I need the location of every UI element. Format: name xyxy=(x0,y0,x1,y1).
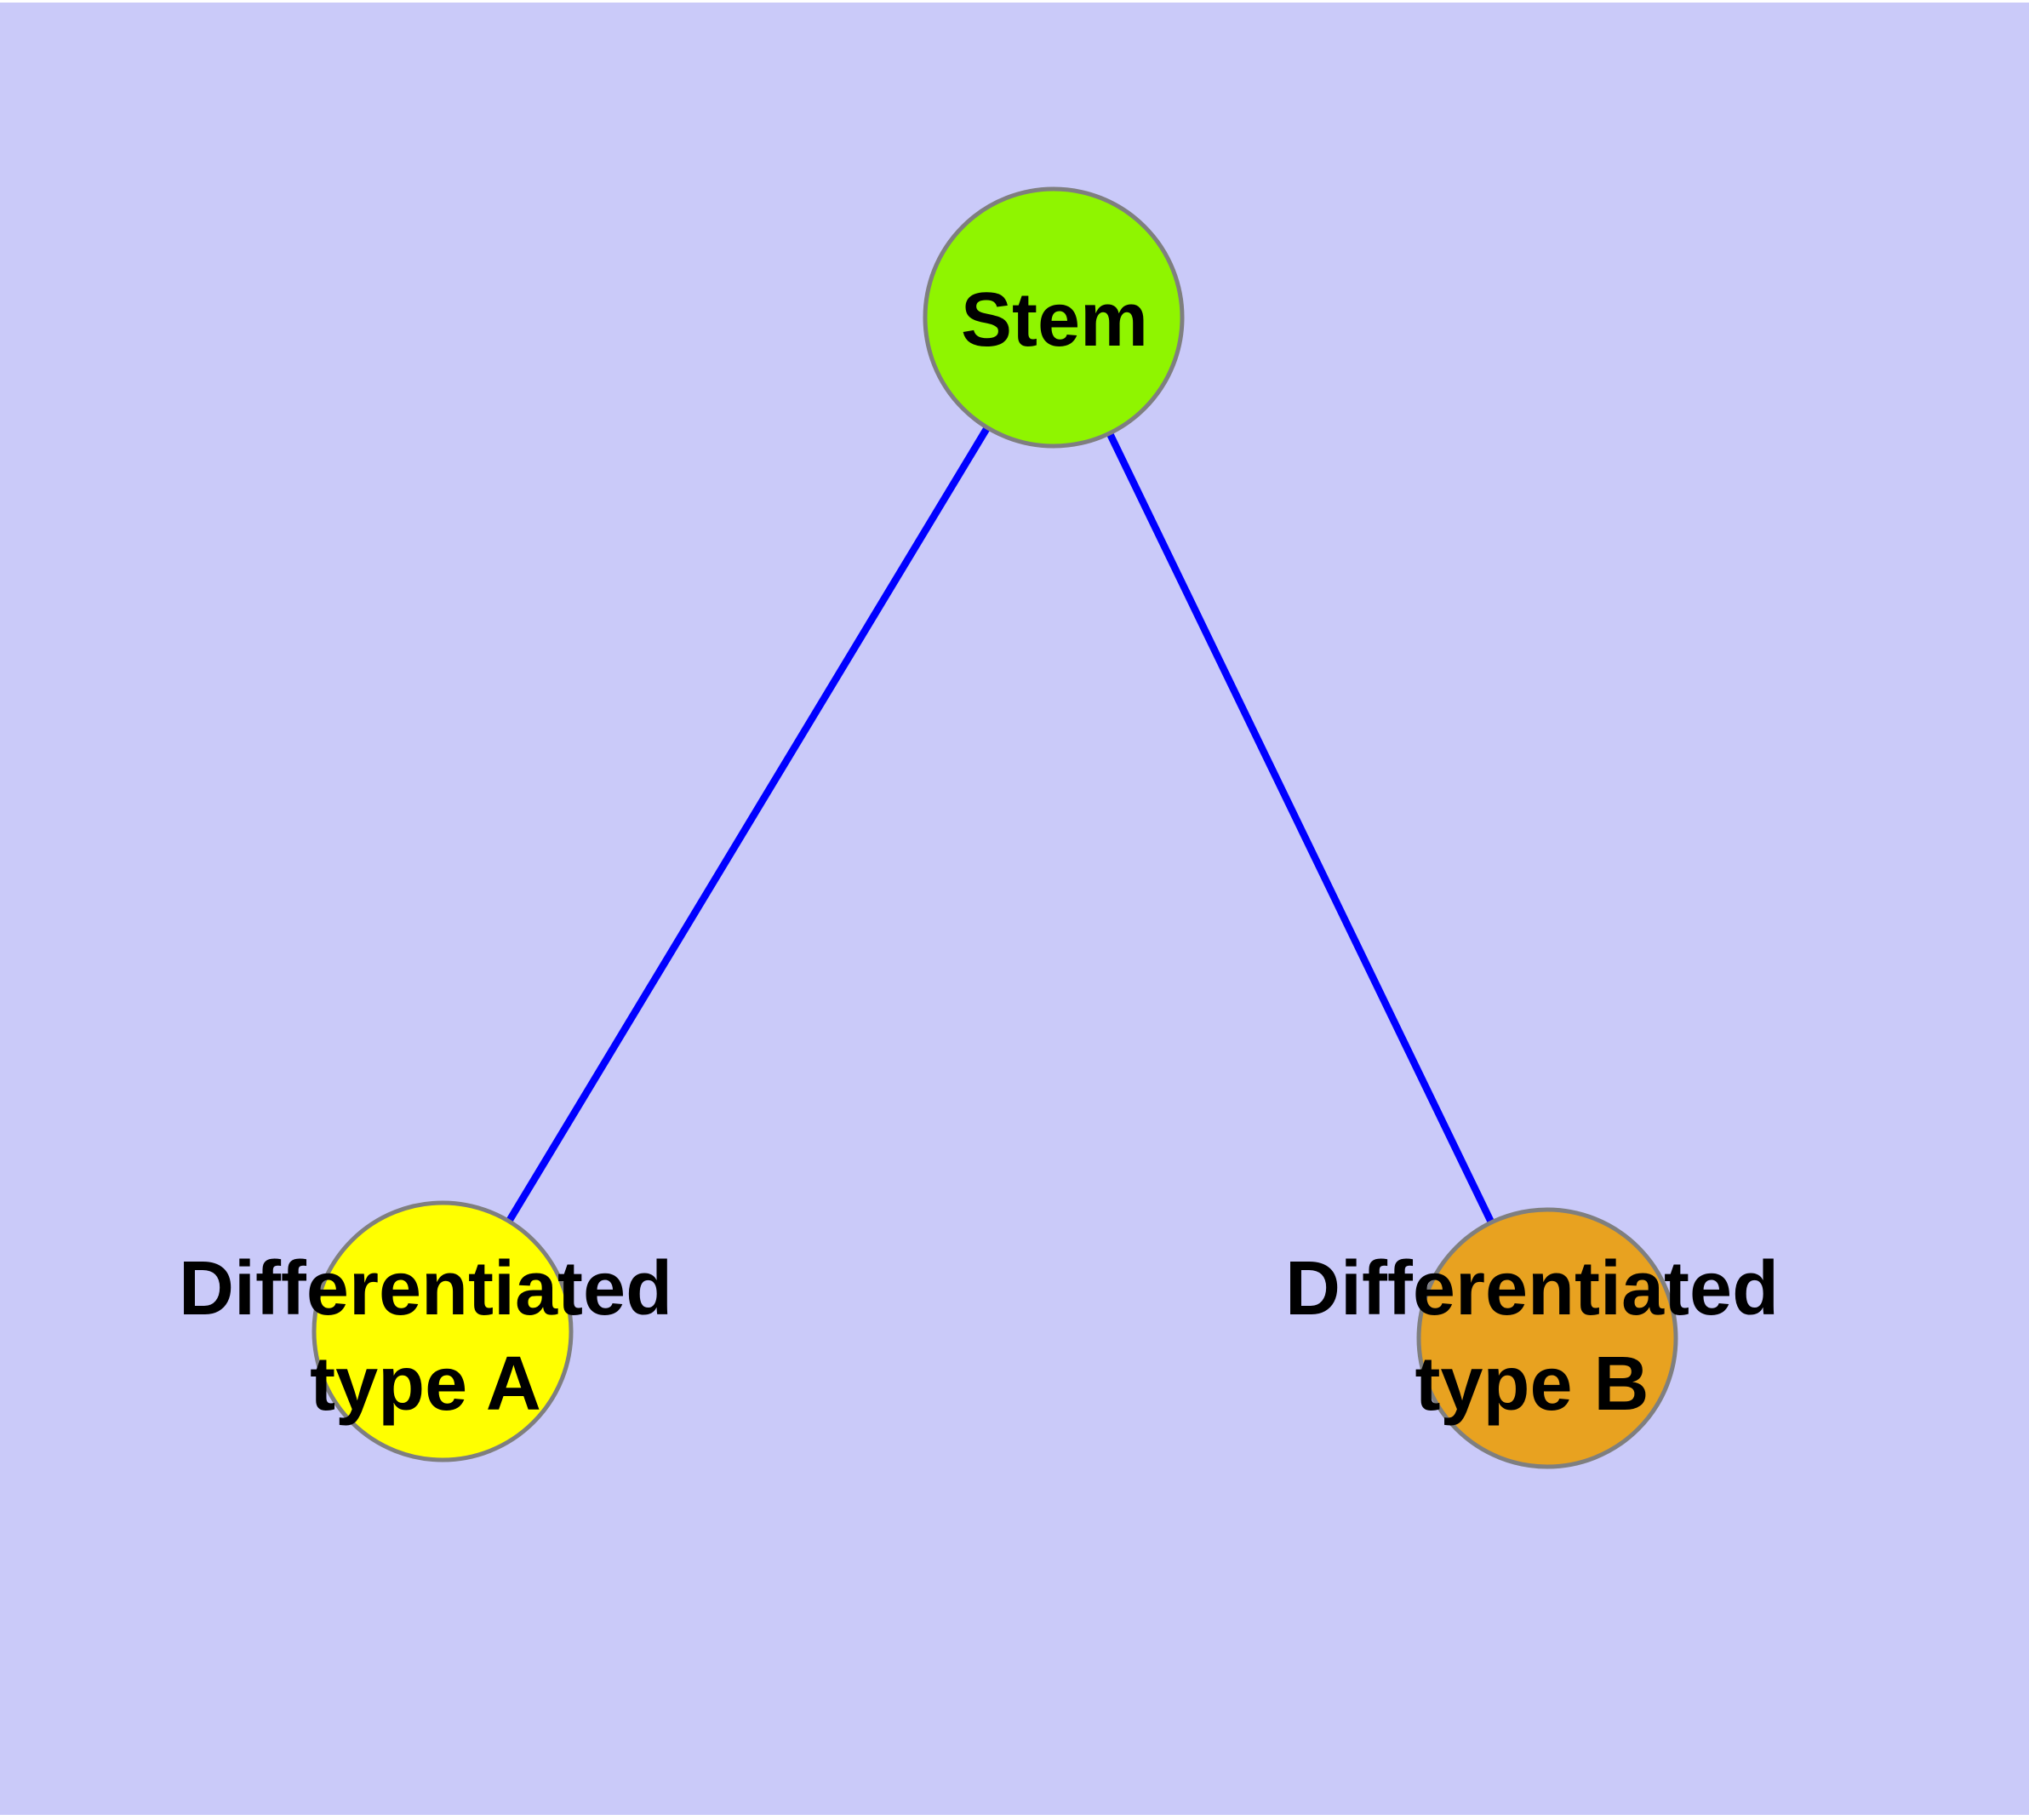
node-type-a-circle xyxy=(311,1200,574,1462)
node-type-a-label-line2: type A xyxy=(310,1342,541,1427)
node-type-b-circle xyxy=(1416,1207,1678,1469)
edge-stem-to-type-a xyxy=(439,315,1057,1334)
node-stem-label: Stem xyxy=(960,278,1149,363)
node-stem-circle xyxy=(923,186,1185,449)
node-type-b-label: Differentiated type B xyxy=(1285,1241,1779,1432)
node-type-b-label-line1: Differentiated xyxy=(1284,1246,1780,1331)
node-type-a-label-line1: Differentiated xyxy=(178,1246,673,1331)
edge-stem-to-type-b xyxy=(1050,316,1551,1340)
node-type-b-label-line2: type B xyxy=(1415,1342,1649,1427)
node-type-a-label: Differentiated type A xyxy=(179,1241,672,1432)
